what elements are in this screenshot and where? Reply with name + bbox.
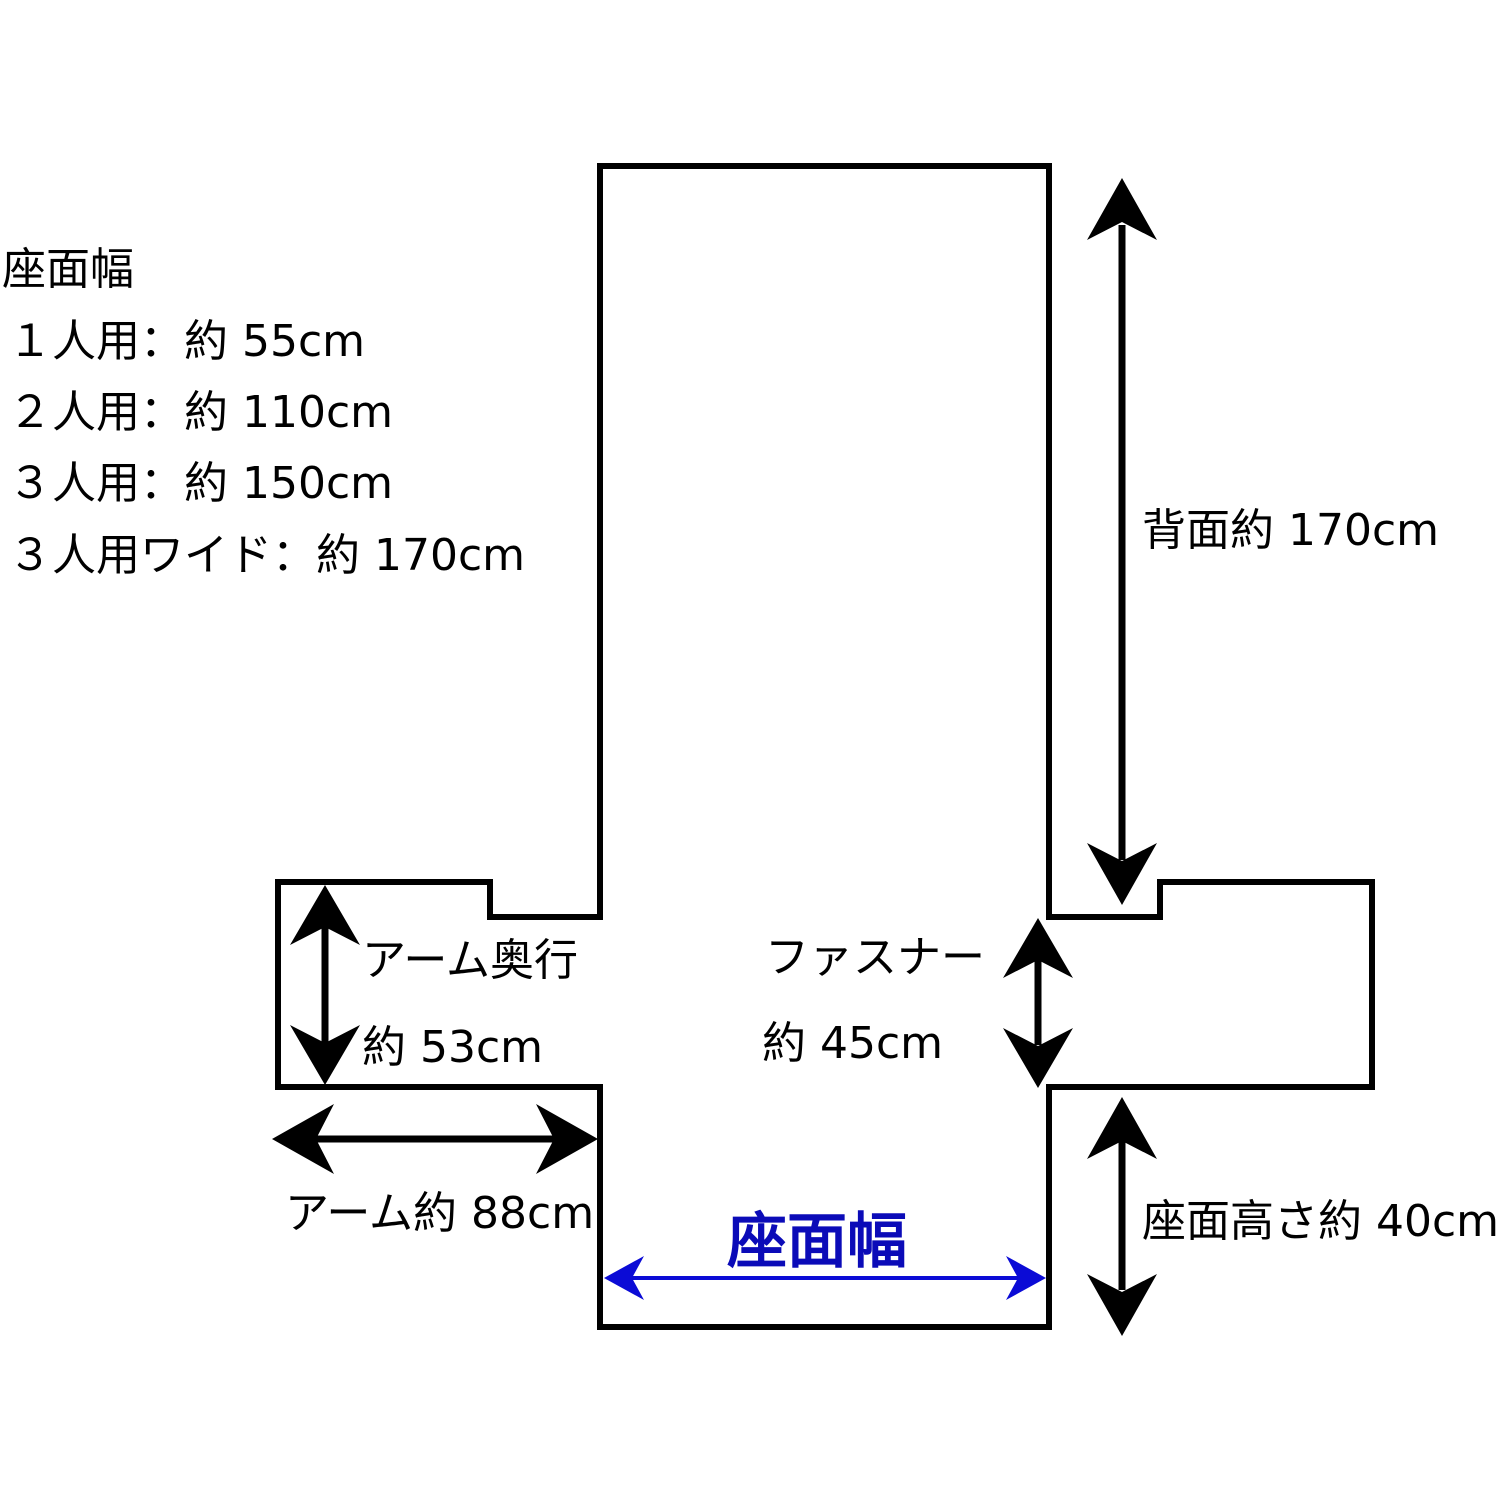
back-height-label: 背面約 170cm bbox=[1142, 505, 1439, 556]
fastener-value: 約 45cm bbox=[762, 1018, 943, 1069]
legend-title: 座面幅 bbox=[2, 244, 134, 295]
seat-width-arrow bbox=[604, 1256, 1046, 1300]
seat-height-label: 座面高さ約 40cm bbox=[1142, 1196, 1499, 1247]
legend-row-2: ２人用：約 110cm bbox=[8, 387, 393, 438]
fastener-label: ファスナー bbox=[765, 932, 985, 983]
arm-depth-label: アーム奥行 bbox=[362, 935, 578, 986]
arm-depth-value: 約 53cm bbox=[362, 1022, 543, 1073]
fastener-arrow bbox=[1003, 918, 1073, 1088]
cover-outline bbox=[275, 163, 1375, 1330]
seat-height-arrow bbox=[1087, 1097, 1157, 1336]
legend-row-4: ３人用ワイド：約 170cm bbox=[8, 530, 525, 581]
legend-row-3: ３人用：約 150cm bbox=[8, 458, 393, 509]
seat-width-legend: 座面幅 １人用：約 55cm ２人用：約 110cm ３人用：約 150cm ３… bbox=[2, 244, 525, 581]
arm-length-arrow bbox=[272, 1104, 598, 1174]
legend-row-1: １人用：約 55cm bbox=[8, 316, 365, 367]
seat-width-label: 座面幅 bbox=[727, 1207, 907, 1277]
arm-depth-arrow bbox=[290, 885, 360, 1085]
back-height-arrow bbox=[1087, 178, 1157, 905]
arm-length-label: アーム約 88cm bbox=[285, 1188, 594, 1239]
